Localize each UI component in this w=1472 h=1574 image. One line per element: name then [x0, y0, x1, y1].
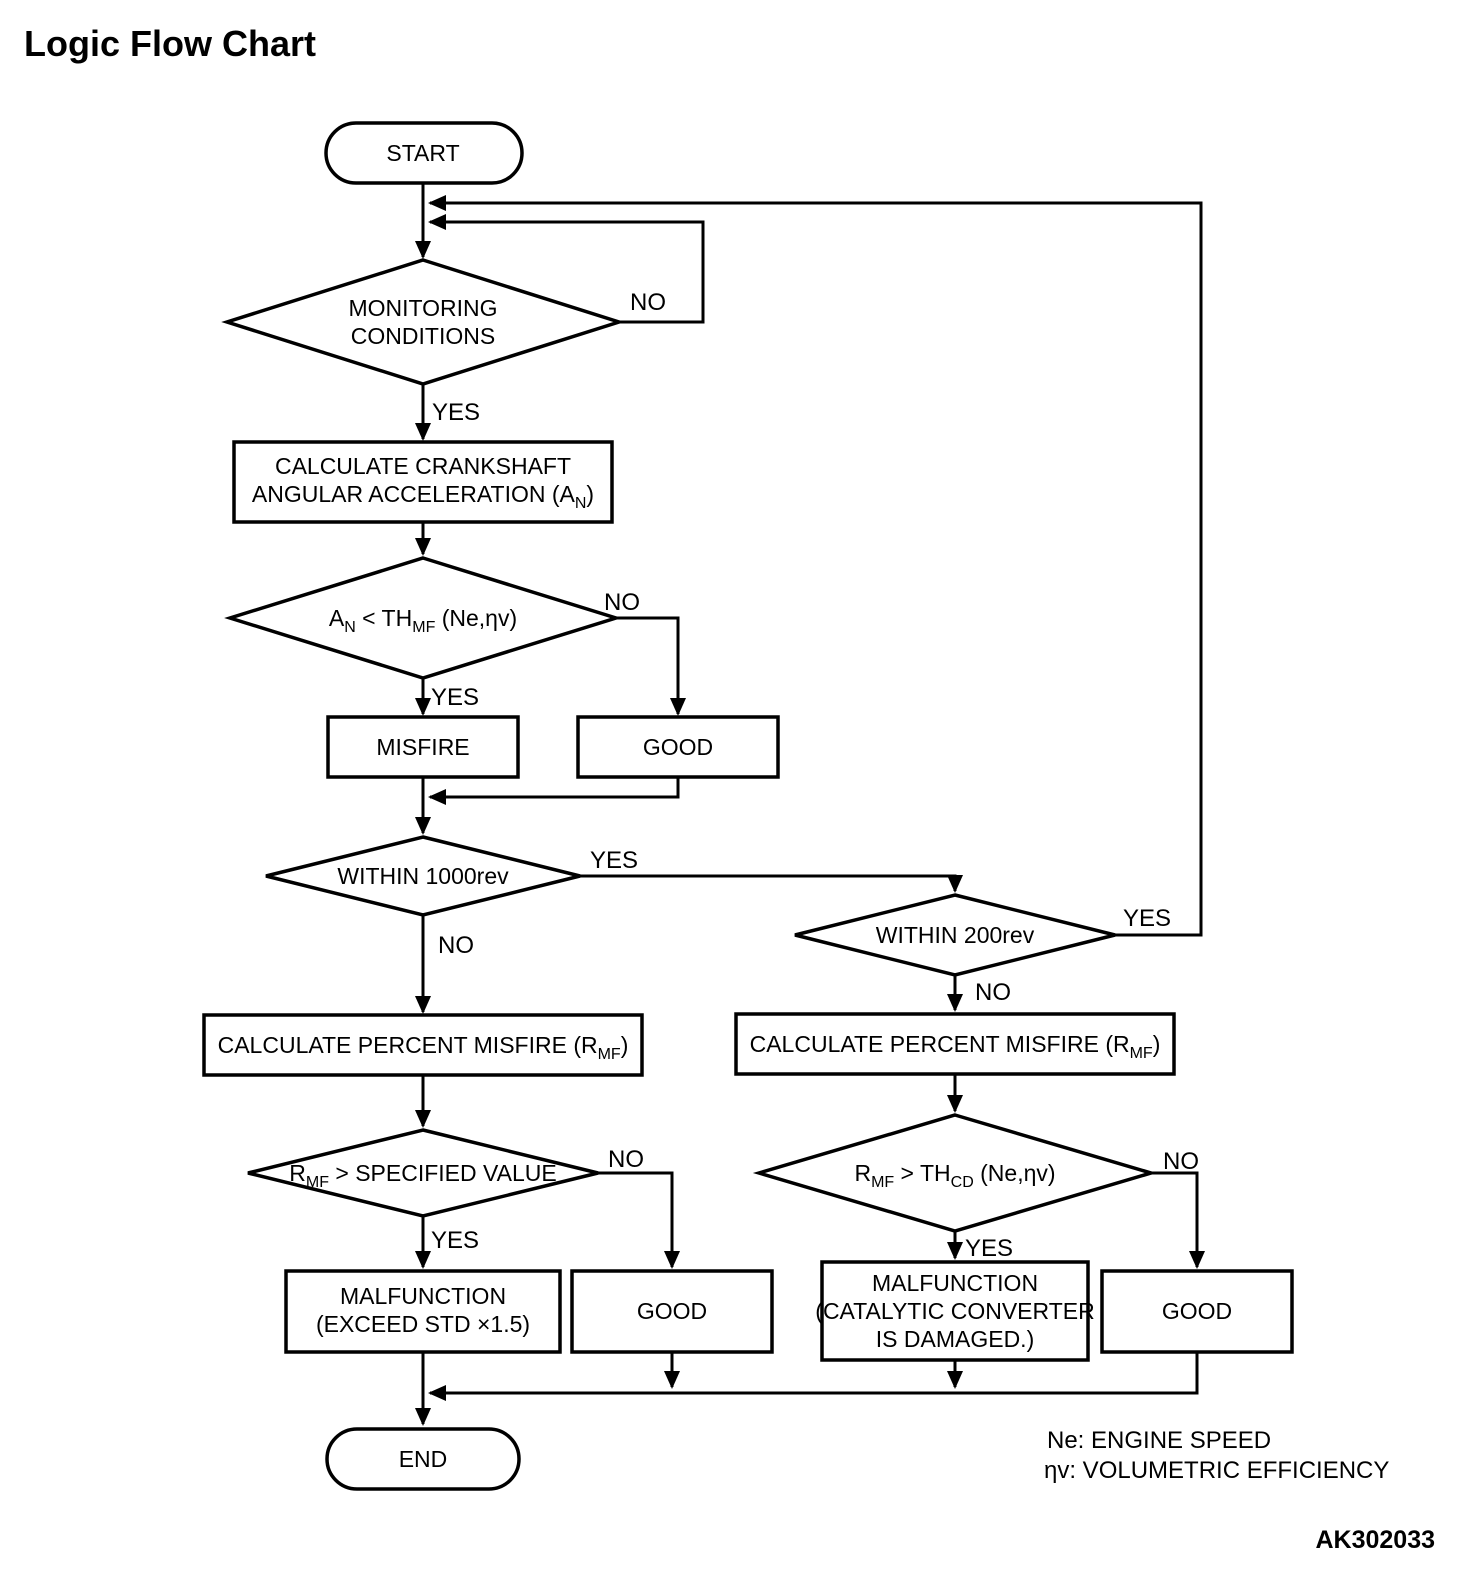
calc-percent-left-process-box: [202, 1013, 644, 1077]
edge-good3-merge-line: [428, 1352, 1199, 1401]
an-threshold-yes-label: YES: [431, 684, 479, 711]
malfunction-cat-label-line1: MALFUNCTION: [872, 1270, 1038, 1296]
good3-process-box: [1100, 1269, 1294, 1354]
rmf-thcd-label: RMF > THCD (Ne,ηv): [854, 1160, 1055, 1191]
end-label: END: [399, 1446, 448, 1472]
rmf-thcd-decision-diamond: [752, 1113, 1158, 1233]
good2-label: GOOD: [637, 1298, 707, 1324]
an-threshold-decision-diamond: [224, 556, 622, 680]
good3-label: GOOD: [1162, 1298, 1232, 1324]
within200-label: WITHIN 200rev: [876, 922, 1035, 948]
within200-decision-diamond: [794, 893, 1116, 977]
drawing-code: AK302033: [1315, 1526, 1435, 1554]
node-monitoring-conditions: MONITORING CONDITIONS: [221, 258, 625, 386]
node-good-3: GOOD: [1100, 1269, 1294, 1354]
node-malfunction-std: MALFUNCTION (EXCEED STD ×1.5): [284, 1269, 562, 1354]
rmf-thcd-yes-label: YES: [965, 1235, 1013, 1262]
node-calc-crankshaft-accel: CALCULATE CRANKSHAFT ANGULAR ACCELERATIO…: [232, 440, 614, 524]
malfunction-std-label-line2: (EXCEED STD ×1.5): [316, 1311, 530, 1337]
within1000-decision-diamond: [265, 835, 581, 917]
rmf-thcd-no-label: NO: [1163, 1148, 1199, 1175]
branch-labels: NO YES NO YES YES NO YES NO NO YES NO YE…: [431, 289, 1199, 1262]
node-malfunction-catalytic: MALFUNCTION (CATALYTIC CONVERTER IS DAMA…: [815, 1260, 1095, 1362]
node-rmf-specified: RMF > SPECIFIED VALUE: [247, 1128, 599, 1218]
malfunction-cat-process-box: [820, 1260, 1090, 1362]
an-threshold-label: AN < THMF (Ne,ηv): [329, 605, 517, 636]
node-rmf-thcd: RMF > THCD (Ne,ηv): [752, 1113, 1158, 1233]
edge-rmf-specified-no-to-good2: [598, 1171, 680, 1269]
good1-label: GOOD: [643, 734, 713, 760]
rmf-specified-yes-label: YES: [431, 1227, 479, 1254]
monitoring-no-label: NO: [630, 289, 666, 316]
legend: Ne: ENGINE SPEED ηv: VOLUMETRIC EFFICIEN…: [1044, 1427, 1389, 1484]
within200-yes-label: YES: [1123, 905, 1171, 932]
monitoring-label-line2: CONDITIONS: [351, 323, 495, 349]
node-misfire: MISFIRE: [326, 715, 520, 779]
edge-feedback-monitoring-no: [428, 214, 705, 324]
malfunction-std-label-line1: MALFUNCTION: [340, 1283, 506, 1309]
within1000-label: WITHIN 1000rev: [337, 863, 509, 889]
page-title: Logic Flow Chart: [24, 23, 316, 64]
monitoring-decision-diamond: [221, 258, 625, 386]
start-terminator: [324, 121, 524, 185]
node-end: END: [325, 1427, 521, 1491]
rmf-specified-no-label: NO: [608, 1146, 644, 1173]
calc-accel-label-line1: CALCULATE CRANKSHAFT: [275, 453, 571, 479]
malfunction-cat-label-line3: IS DAMAGED.): [876, 1326, 1034, 1352]
malfunction-std-process-box: [284, 1269, 562, 1354]
monitoring-label-line1: MONITORING: [348, 295, 497, 321]
end-terminator: [325, 1427, 521, 1491]
rmf-specified-label: RMF > SPECIFIED VALUE: [289, 1160, 556, 1191]
edge-an-no-to-good1: [616, 616, 686, 716]
node-start: START: [324, 121, 524, 185]
rmf-specified-decision-diamond: [247, 1128, 599, 1218]
calc-accel-label-line2: ANGULAR ACCELERATION (AN): [252, 481, 594, 512]
node-an-threshold: AN < THMF (Ne,ηv): [224, 556, 622, 680]
good1-process-box: [576, 715, 780, 779]
misfire-process-box: [326, 715, 520, 779]
edge-good1-merge: [428, 777, 680, 805]
within1000-no-label: NO: [438, 932, 474, 959]
edge-feedback-within200-yes: [428, 195, 1203, 937]
good2-process-box: [570, 1269, 774, 1354]
legend-engine-speed: Ne: ENGINE SPEED: [1047, 1427, 1271, 1454]
node-calc-percent-misfire-right: CALCULATE PERCENT MISFIRE (RMF): [734, 1012, 1176, 1076]
calc-percent-left-label: CALCULATE PERCENT MISFIRE (RMF): [218, 1032, 629, 1063]
legend-volumetric-efficiency: ηv: VOLUMETRIC EFFICIENCY: [1044, 1457, 1389, 1484]
node-within-1000rev: WITHIN 1000rev: [265, 835, 581, 917]
calc-percent-right-label: CALCULATE PERCENT MISFIRE (RMF): [750, 1031, 1161, 1062]
edge-within1000-yes-to-within200: [580, 874, 963, 893]
within1000-yes-label: YES: [590, 847, 638, 874]
node-within-200rev: WITHIN 200rev: [794, 893, 1116, 977]
node-good-1: GOOD: [576, 715, 780, 779]
node-calc-percent-misfire-left: CALCULATE PERCENT MISFIRE (RMF): [202, 1013, 644, 1077]
malfunction-cat-label-line2: (CATALYTIC CONVERTER: [815, 1298, 1094, 1324]
misfire-label: MISFIRE: [376, 734, 469, 760]
an-threshold-no-label: NO: [604, 589, 640, 616]
connectors: [415, 183, 1205, 1426]
calc-percent-right-process-box: [734, 1012, 1176, 1076]
node-good-2: GOOD: [570, 1269, 774, 1354]
start-label: START: [386, 140, 459, 166]
within200-no-label: NO: [975, 979, 1011, 1006]
monitoring-yes-label: YES: [432, 399, 480, 426]
edge-rmf-thcd-no-to-good3: [1151, 1171, 1205, 1269]
calc-accel-process-box: [232, 440, 614, 524]
